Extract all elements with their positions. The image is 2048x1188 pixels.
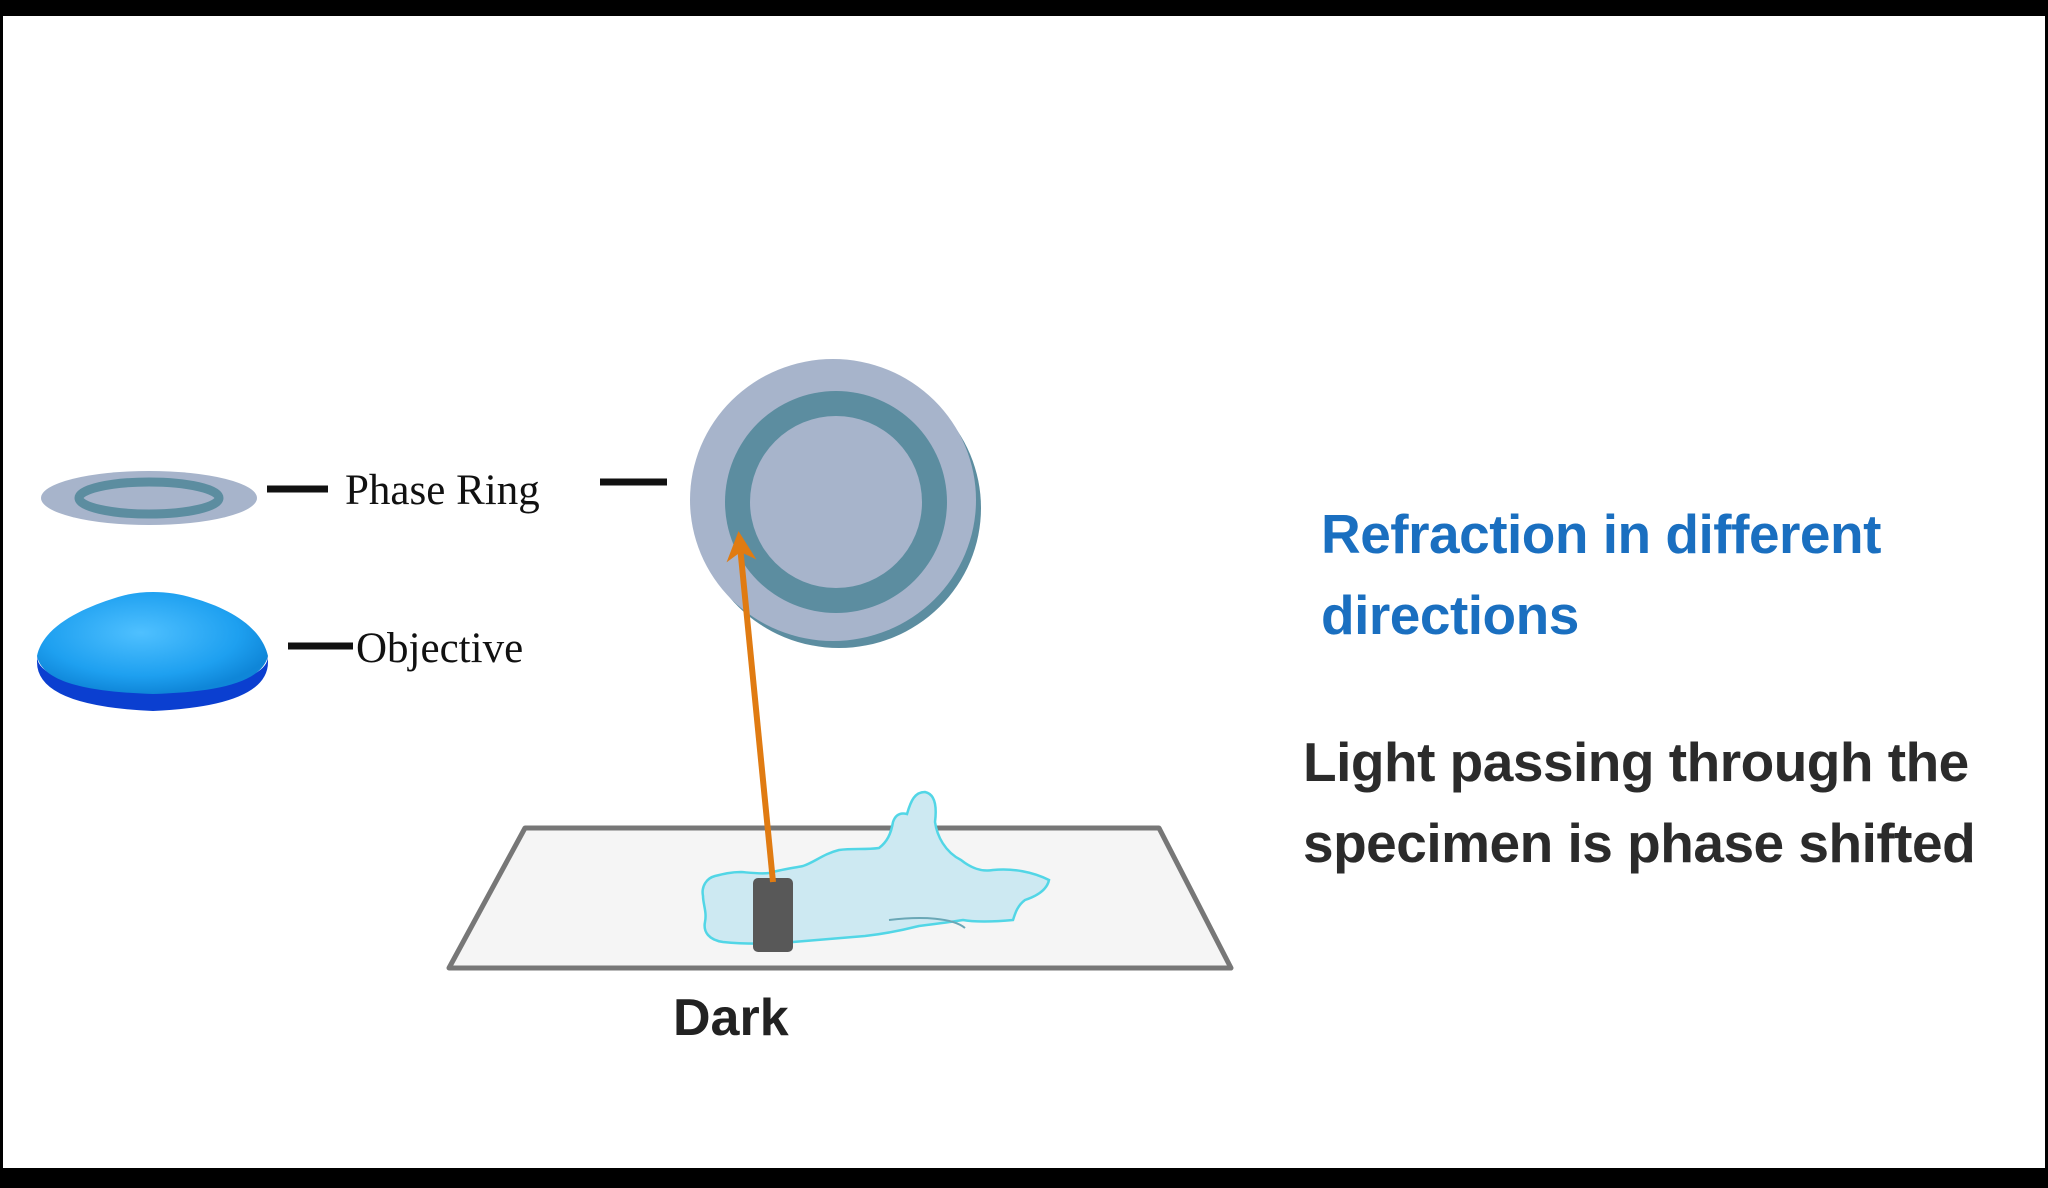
phase-ring-legend-icon	[41, 471, 257, 525]
dark-particle	[753, 878, 793, 952]
light-ray-arrow	[726, 531, 776, 883]
objective-label: Objective	[356, 625, 523, 672]
body-text: Light passing through the specimen is ph…	[1303, 731, 1976, 874]
lecture-slide: Phase Ring Objective	[3, 16, 2045, 1168]
phase-ring-large	[690, 359, 981, 648]
heading-text: Refraction in different directions	[1321, 503, 1881, 646]
specimen-fold	[888, 917, 966, 929]
phase-contrast-diagram: Phase Ring Objective	[37, 359, 1234, 1047]
dark-label: Dark	[673, 989, 789, 1047]
phase-ring-label: Phase Ring	[345, 467, 540, 514]
objective-lens-icon	[37, 592, 268, 711]
